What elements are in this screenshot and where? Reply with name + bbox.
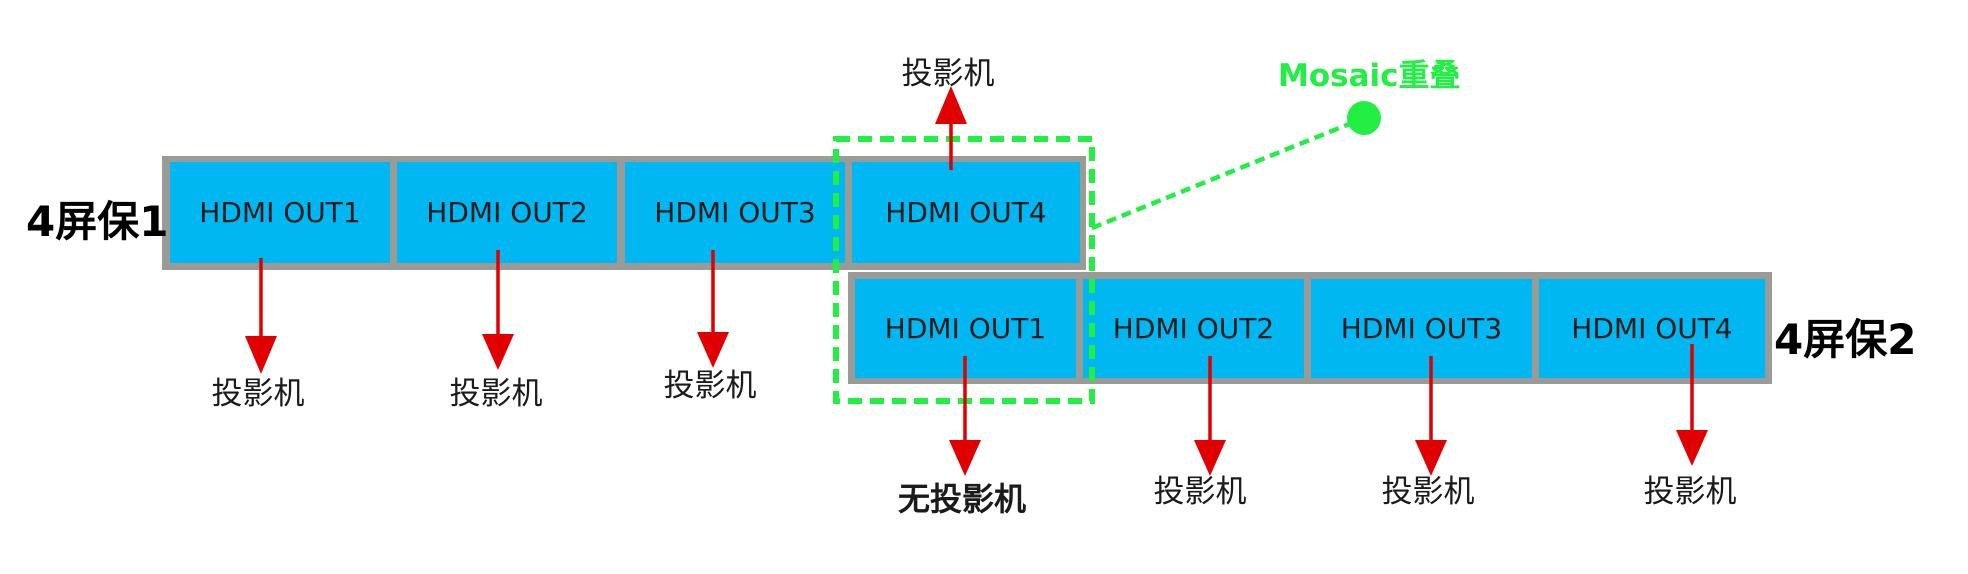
group2-hdmi-out3: HDMI OUT3 (1311, 279, 1532, 378)
group2-out1-no-projector-label: 无投影机 (897, 480, 1027, 518)
group1-hdmi-out2: HDMI OUT2 (397, 162, 617, 263)
group2-label: 4屏保2 (1774, 315, 1917, 364)
mosaic-connector-line (1091, 115, 1365, 231)
group1-out2-projector-label: 投影机 (449, 376, 543, 412)
group2-hdmi-out2: HDMI OUT2 (1083, 279, 1304, 378)
group2-hdmi-out4: HDMI OUT4 (1539, 279, 1765, 378)
group1-out4-arrow (935, 86, 967, 170)
group2-hdmi-out1: HDMI OUT1 (855, 279, 1076, 378)
group1-out3-arrow (697, 250, 729, 368)
group1-label: 4屏保1 (26, 197, 169, 246)
group1-out4-projector-label: 投影机 (901, 56, 995, 92)
group2-out2-arrow (1194, 356, 1226, 476)
group2-out4-projector-label: 投影机 (1643, 474, 1737, 510)
group1-out2-arrow (482, 250, 514, 370)
group1-out1-projector-label: 投影机 (211, 376, 305, 412)
group2-out2-projector-label: 投影机 (1153, 474, 1247, 510)
group2-out3-projector-label: 投影机 (1381, 474, 1475, 510)
group1-hdmi-out1: HDMI OUT1 (170, 162, 390, 263)
mosaic-overlap-label: Mosaic重叠 (1278, 58, 1461, 94)
group1-out1-arrow (245, 258, 277, 374)
group1-out3-projector-label: 投影机 (663, 368, 757, 404)
group2-out4-arrow (1676, 344, 1708, 466)
group1-hdmi-out3: HDMI OUT3 (625, 162, 845, 263)
mosaic-marker-dot (1347, 101, 1381, 135)
group2-out1-arrow (949, 356, 981, 476)
group2-out3-arrow (1415, 356, 1447, 476)
group1-hdmi-out4: HDMI OUT4 (852, 162, 1080, 263)
